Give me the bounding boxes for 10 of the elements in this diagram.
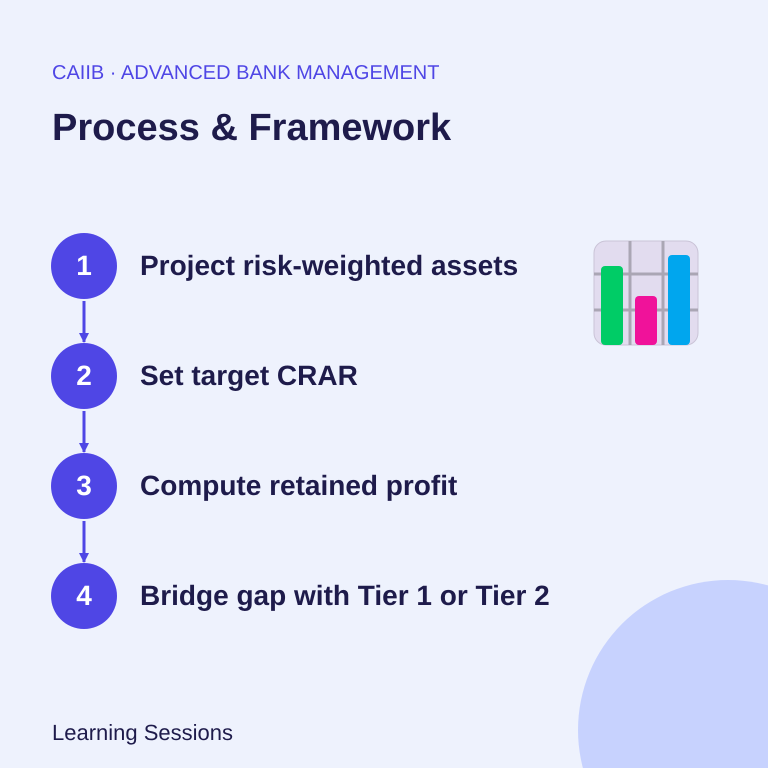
step-label: Compute retained profit: [140, 469, 458, 503]
arrow: [79, 411, 89, 453]
subtitle: CAIIB · ADVANCED BANK MANAGEMENT: [52, 61, 440, 86]
footer-text: Learning Sessions: [52, 719, 234, 747]
arrow: [79, 301, 89, 343]
title: Process & Framework: [52, 106, 452, 151]
arrow: [79, 521, 89, 563]
step-label: Set target CRAR: [140, 359, 358, 393]
step-label: Bridge gap with Tier 1 or Tier 2: [140, 579, 550, 613]
step-label: Project risk-weighted assets: [140, 249, 518, 283]
